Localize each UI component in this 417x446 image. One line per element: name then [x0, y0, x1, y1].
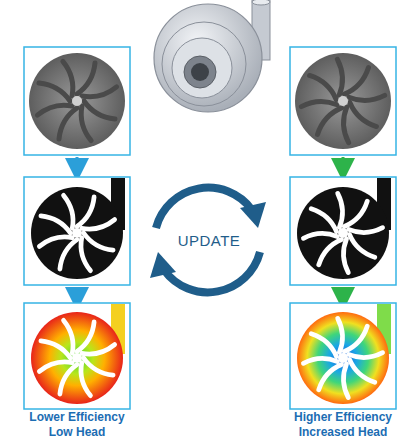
cycle-arrowheads: [150, 202, 266, 278]
cycle-arrows: [156, 188, 260, 293]
cycle-node: UPDATE: [163, 226, 255, 254]
cycle-label: UPDATE: [178, 232, 241, 249]
result-caption: Higher Efficiency Increased Head: [283, 410, 403, 440]
high-design-column: [290, 47, 396, 409]
pump-illustration: [154, 0, 270, 112]
result-caption: Lower Efficiency Low Head: [17, 410, 137, 440]
low-design-column: [24, 47, 130, 409]
